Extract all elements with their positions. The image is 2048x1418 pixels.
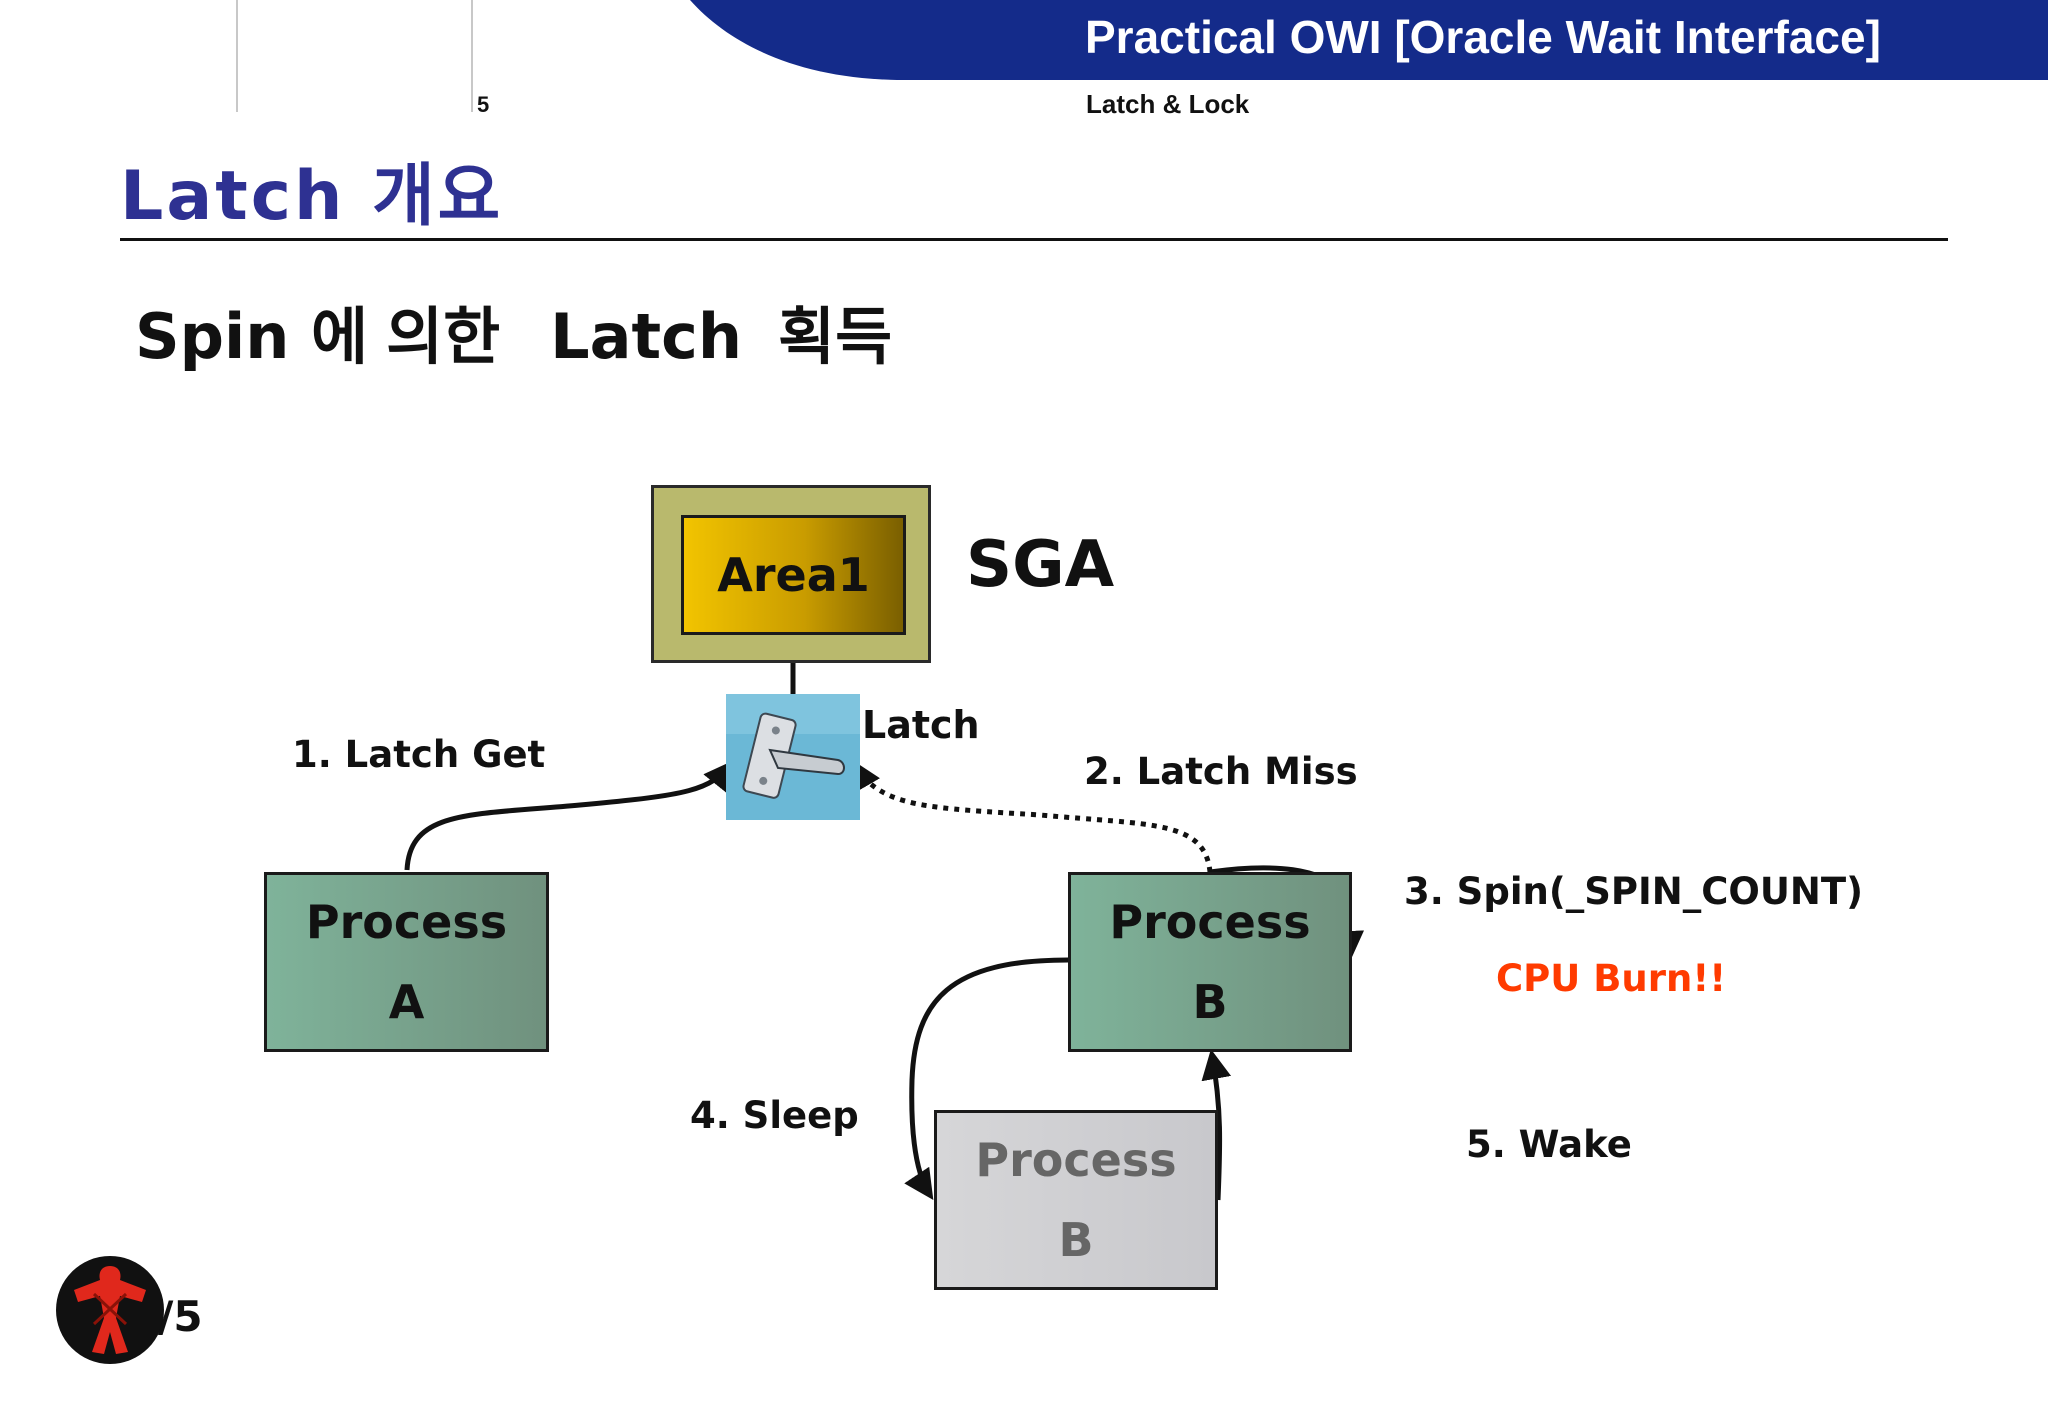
slide-title: Latch 개요 xyxy=(120,157,504,236)
page-number: 5 xyxy=(477,92,490,117)
step-wake: 5. Wake xyxy=(1466,1123,1632,1166)
heading-word-1: Spin 에 xyxy=(135,300,369,373)
section-subtitle: Latch & Lock xyxy=(1086,89,1250,119)
sga-label: SGA xyxy=(966,528,1115,602)
heading-word-4: 획득 xyxy=(778,300,893,373)
header-divider-left xyxy=(236,0,238,112)
process-b-box: Process B xyxy=(1068,872,1352,1052)
process-a-box: Process A xyxy=(264,872,549,1052)
step-latch-miss: 2. Latch Miss xyxy=(1084,750,1358,793)
title-rule xyxy=(120,238,1948,241)
step-sleep: 4. Sleep xyxy=(690,1094,859,1137)
process-b-sleeping-label: Process xyxy=(975,1133,1177,1187)
process-b-id: B xyxy=(1192,975,1228,1029)
door-handle-icon xyxy=(726,694,860,820)
slide-total: /5 xyxy=(158,1292,203,1341)
area1-box: Area1 xyxy=(681,515,906,635)
process-b-sleeping-box: Process B xyxy=(934,1110,1218,1290)
presentation-title: Practical OWI [Oracle Wait Interface] xyxy=(1085,11,1881,63)
process-b-label: Process xyxy=(1109,895,1311,949)
process-a-label: Process xyxy=(305,895,508,949)
process-a-id: A xyxy=(388,975,425,1029)
header-band xyxy=(690,0,2048,80)
step-latch-get: 1. Latch Get xyxy=(292,733,546,776)
latch-label: Latch xyxy=(862,703,980,747)
latch-get-arrow xyxy=(404,760,734,871)
header-divider-right xyxy=(471,0,473,112)
step-spin: 3. Spin(_SPIN_COUNT) xyxy=(1404,870,1864,913)
heading-word-2: 의한 xyxy=(386,300,501,373)
cpu-burn-note: CPU Burn!! xyxy=(1496,957,1727,1000)
red-figure-logo-icon xyxy=(56,1256,164,1364)
heading-word-3: Latch xyxy=(550,300,743,373)
process-b-sleeping-id: B xyxy=(1058,1213,1094,1267)
